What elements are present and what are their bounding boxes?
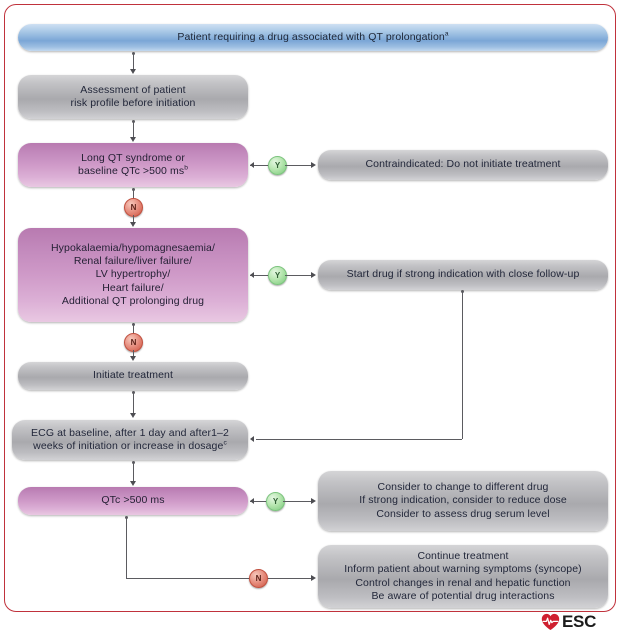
node-risk-factors-line-4: Heart failure/ bbox=[102, 281, 164, 294]
node-consider-line-2: If strong indication, consider to reduce… bbox=[359, 494, 567, 507]
connector-qtc-no-horizontal bbox=[125, 577, 313, 579]
badge-no-qtc-label: N bbox=[255, 574, 262, 583]
connector-start-to-assessment bbox=[132, 53, 134, 69]
node-start-drug-label: Start drug if strong indication with clo… bbox=[346, 268, 580, 281]
connector-startdrug-feedback-vertical bbox=[462, 291, 464, 439]
arrowhead-risk-factors bbox=[129, 222, 136, 227]
node-risk-factors: Hypokalaemia/hypomagnesaemia/ Renal fail… bbox=[18, 228, 248, 322]
badge-yes-risk-factors-label: Y bbox=[274, 271, 281, 280]
connector-yes-to-startdrug bbox=[285, 274, 312, 276]
node-assessment: Assessment of patient risk profile befor… bbox=[18, 75, 248, 119]
node-ecg-schedule: ECG at baseline, after 1 day and after1–… bbox=[12, 420, 248, 460]
connector-longqt-to-no bbox=[132, 188, 134, 199]
node-consider-line-1: Consider to change to different drug bbox=[377, 481, 549, 494]
node-risk-factors-line-2: Renal failure/liver failure/ bbox=[73, 255, 193, 268]
arrowhead-qtc bbox=[129, 481, 136, 486]
badge-no-qtc: N bbox=[249, 569, 268, 588]
esc-logo-text: ESC bbox=[562, 612, 597, 631]
arrowhead-start-drug bbox=[311, 271, 316, 278]
connector-startdrug-feedback-horizontal bbox=[256, 438, 462, 440]
connector-qtc-no-vertical bbox=[125, 517, 127, 578]
node-risk-factors-line-5: Additional QT prolonging drug bbox=[61, 294, 205, 307]
arrowhead-continue-treatment bbox=[311, 574, 316, 581]
node-contraindicated: Contraindicated: Do not initiate treatme… bbox=[318, 150, 608, 180]
badge-no-risk-factors-label: N bbox=[130, 338, 137, 347]
connector-longqt-to-yes bbox=[250, 164, 268, 166]
node-continue-line-2: Inform patient about warning symptoms (s… bbox=[344, 563, 582, 576]
node-qtc-check: QTc >500 ms bbox=[18, 487, 248, 515]
arrowhead-ecg bbox=[129, 413, 136, 418]
connector-no-to-initiate bbox=[132, 350, 134, 356]
node-initiate-treatment: Initiate treatment bbox=[18, 362, 248, 390]
arrowhead-contraindicated bbox=[311, 161, 316, 168]
connector-ecg-to-qtc bbox=[132, 462, 134, 481]
node-start-drug: Start drug if strong indication with clo… bbox=[318, 260, 608, 290]
arrowhead-riskfactors-yes bbox=[250, 271, 254, 278]
node-continue-line-3: Control changes in renal and hepatic fun… bbox=[355, 576, 571, 589]
node-continue-line-4: Be aware of potential drug interactions bbox=[371, 589, 555, 602]
node-qtc-label: QTc >500 ms bbox=[101, 494, 165, 507]
badge-no-long-qt-label: N bbox=[130, 203, 137, 212]
node-consider-line-3: Consider to assess drug serum level bbox=[376, 507, 550, 520]
connector-qtc-to-yes bbox=[250, 500, 266, 502]
connector-riskfactors-to-yes bbox=[250, 274, 268, 276]
node-start-label: Patient requiring a drug associated with… bbox=[177, 30, 445, 43]
node-contraindicated-label: Contraindicated: Do not initiate treatme… bbox=[365, 158, 561, 171]
connector-yes-to-contraindicated bbox=[285, 164, 312, 166]
node-continue-treatment: Continue treatment Inform patient about … bbox=[318, 545, 608, 608]
node-long-qt-line-2: baseline QTc >500 ms bbox=[78, 165, 185, 177]
node-assessment-line-2: risk profile before initiation bbox=[70, 97, 196, 109]
badge-yes-long-qt-label: Y bbox=[274, 161, 281, 170]
node-ecg-superscript: c bbox=[223, 439, 227, 447]
node-long-qt-superscript: b bbox=[184, 164, 188, 172]
arrowhead-qtc-yes bbox=[250, 497, 254, 504]
arrowhead-assessment bbox=[129, 69, 136, 74]
arrowhead-long-qt bbox=[129, 137, 136, 142]
connector-assessment-to-longqt bbox=[132, 121, 134, 137]
node-initiate-label: Initiate treatment bbox=[92, 369, 173, 382]
connector-yes-to-consider bbox=[283, 500, 312, 502]
node-consider-change: Consider to change to different drug If … bbox=[318, 471, 608, 531]
badge-yes-qtc-label: Y bbox=[272, 497, 279, 506]
esc-logo: ESC bbox=[541, 612, 596, 632]
node-continue-line-1: Continue treatment bbox=[417, 550, 509, 563]
node-start-superscript: a bbox=[444, 30, 449, 38]
node-long-qt-syndrome: Long QT syndrome or baseline QTc >500 ms… bbox=[18, 143, 248, 187]
connector-riskfactors-to-no bbox=[132, 323, 134, 334]
connector-dot-longqt-no bbox=[131, 188, 135, 191]
node-risk-factors-line-3: LV hypertrophy/ bbox=[95, 268, 171, 281]
node-ecg-line-2: weeks of initiation or increase in dosag… bbox=[33, 440, 224, 452]
arrowhead-ecg-feedback bbox=[250, 435, 254, 442]
connector-initiate-to-ecg bbox=[132, 392, 134, 413]
node-start: Patient requiring a drug associated with… bbox=[18, 24, 608, 51]
node-assessment-line-1: Assessment of patient bbox=[80, 83, 186, 96]
arrowhead-longqt-yes bbox=[250, 161, 254, 168]
connector-no-to-riskfactors bbox=[132, 215, 134, 222]
arrowhead-consider-change bbox=[311, 497, 316, 504]
node-ecg-line-1: ECG at baseline, after 1 day and after1–… bbox=[31, 426, 229, 439]
esc-heart-icon bbox=[541, 613, 560, 631]
arrowhead-initiate bbox=[129, 356, 136, 361]
node-risk-factors-line-1: Hypokalaemia/hypomagnesaemia/ bbox=[51, 241, 215, 254]
connector-dot-riskfactors-no bbox=[131, 323, 135, 326]
node-long-qt-line-1: Long QT syndrome or bbox=[81, 151, 185, 164]
